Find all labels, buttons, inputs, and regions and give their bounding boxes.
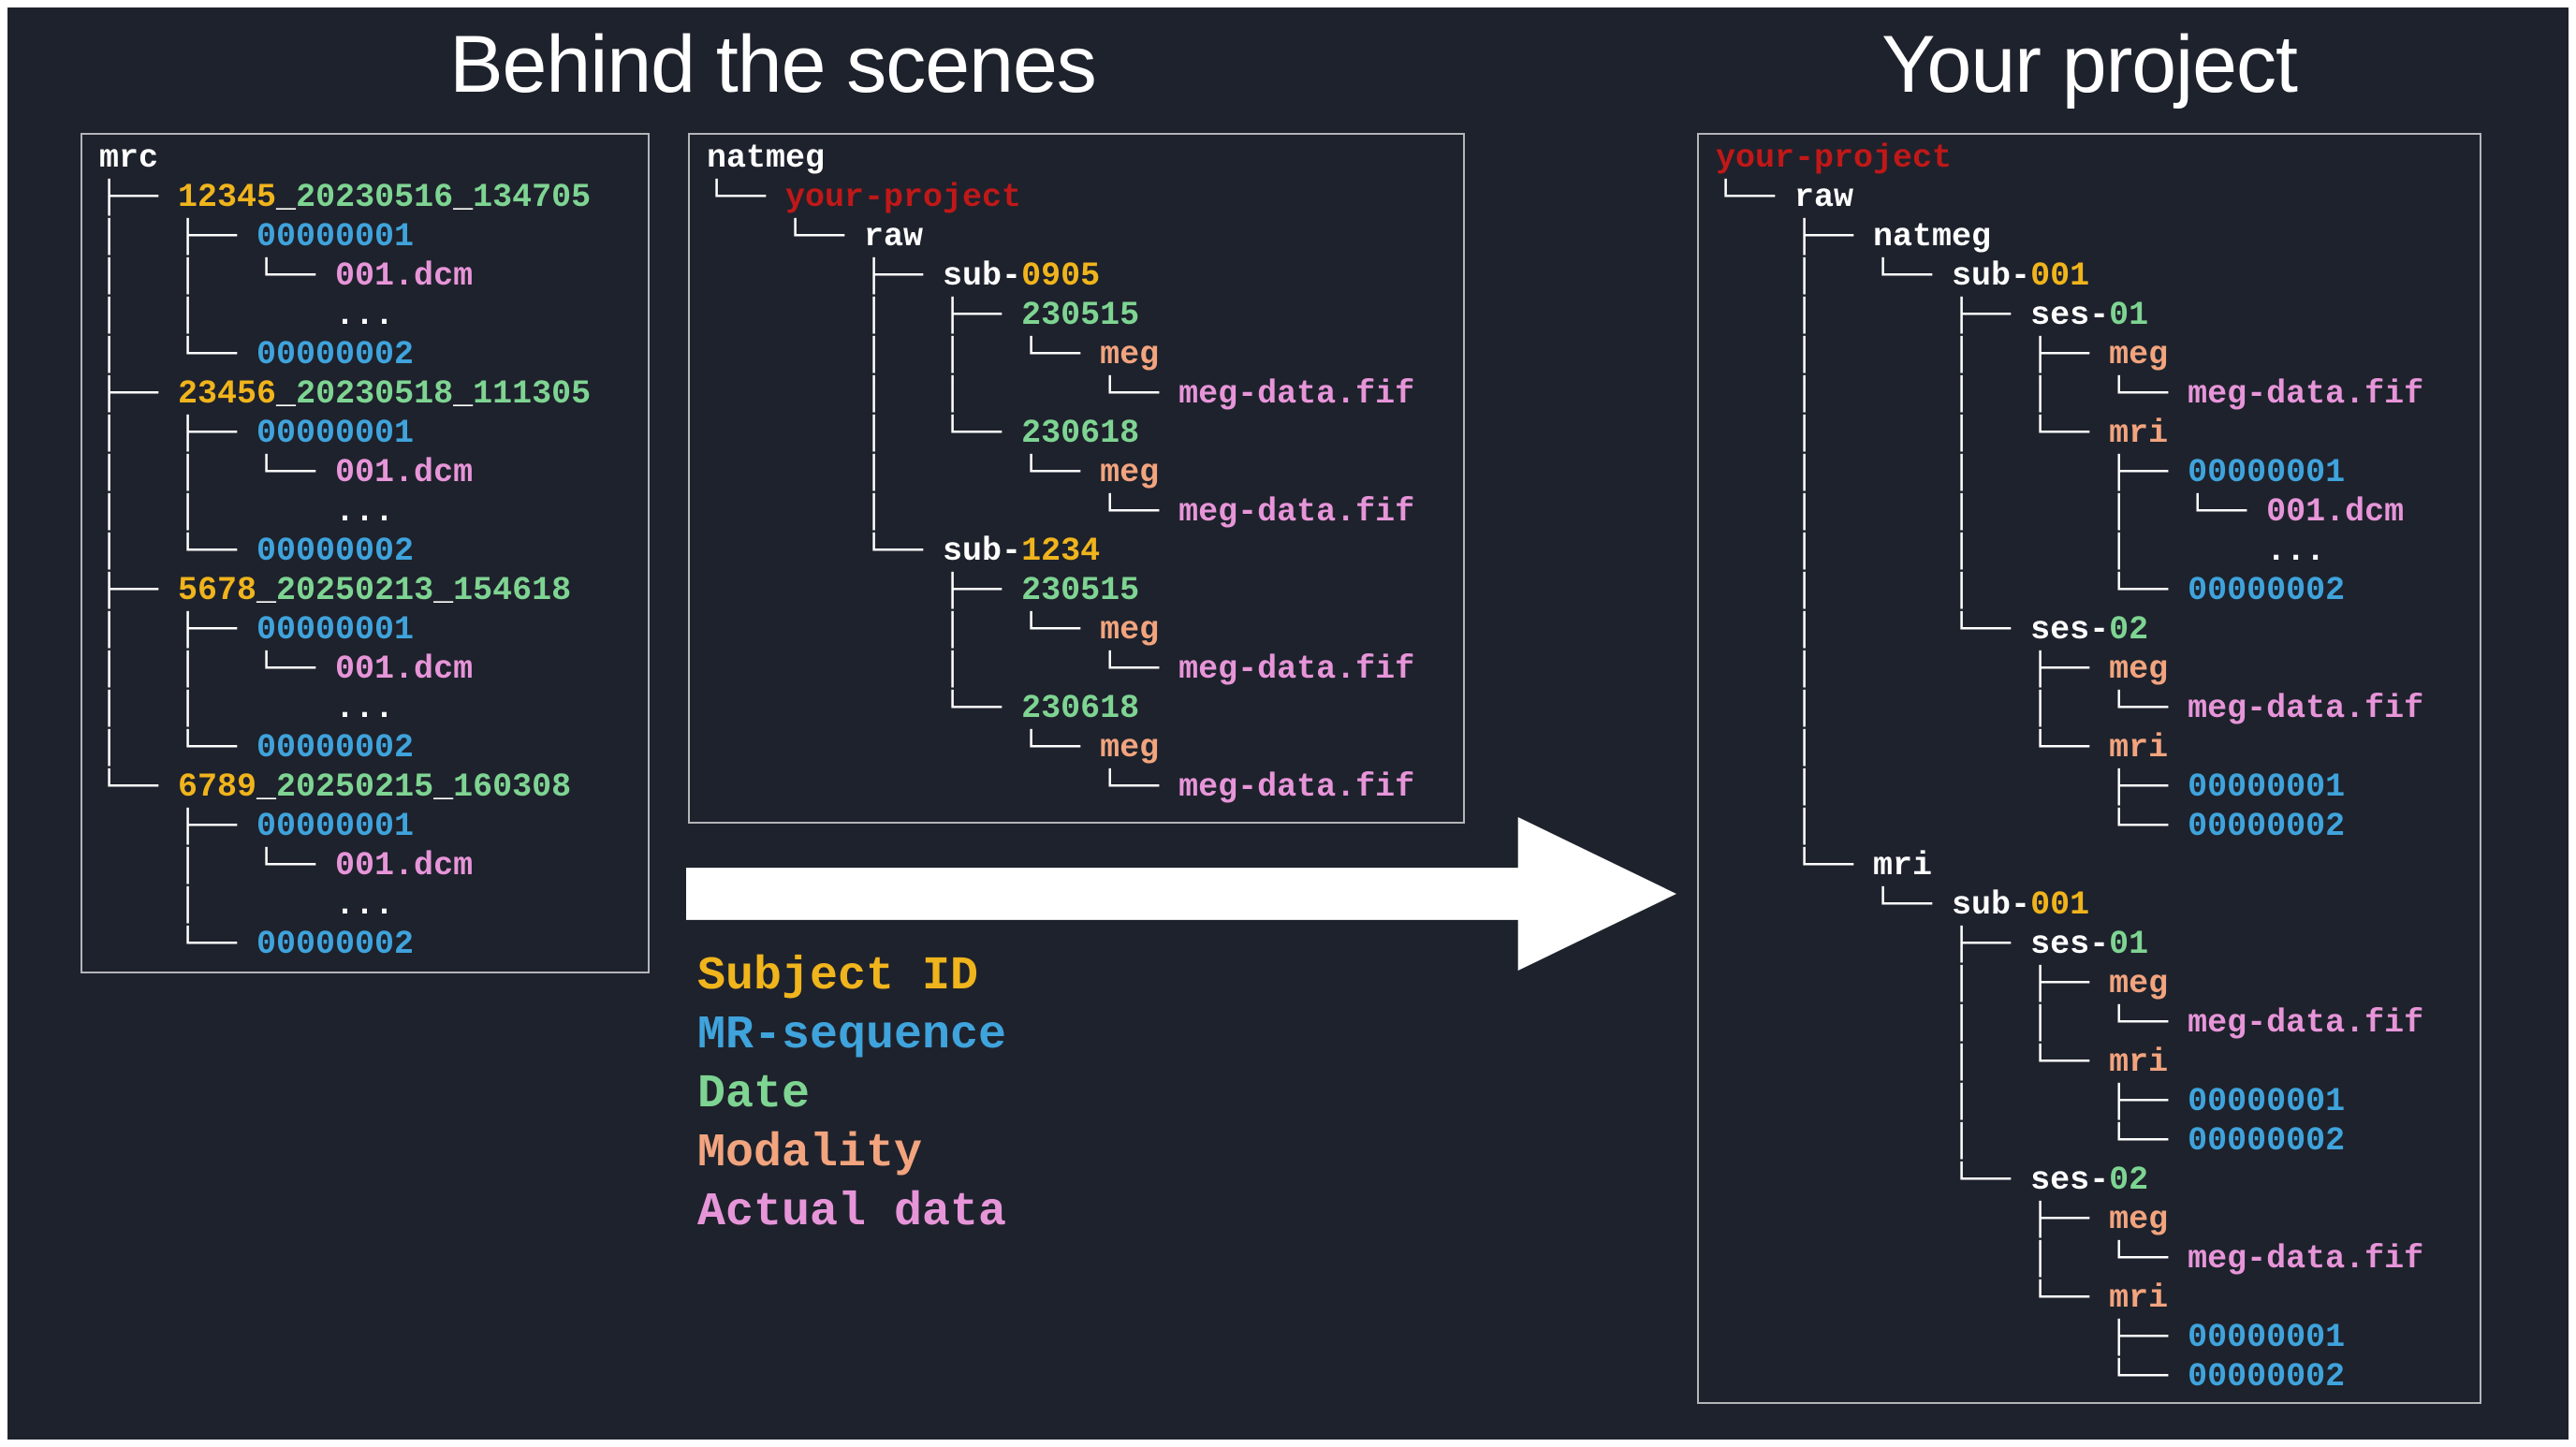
legend-item-date: Date — [697, 1068, 811, 1121]
tree-line: │ ├── 00000001 — [1716, 768, 2346, 806]
tree-line: │ ├── 00000001 — [99, 218, 415, 256]
tree-line: │ ├── 00000001 — [99, 611, 415, 649]
tree-line: ├── 12345_20230516_134705 — [99, 179, 592, 216]
tree-line: ├── 00000001 — [1716, 1319, 2346, 1356]
tree-line: │ │ ... — [99, 493, 395, 531]
tree-line: └── ses-02 — [1716, 1162, 2149, 1199]
legend-item-modality: Modality — [697, 1127, 923, 1180]
title-behind-the-scenes: Behind the scenes — [449, 20, 1097, 110]
tree-line: └── your-project — [707, 179, 1022, 216]
tree-line: ├── sub-0905 — [707, 257, 1101, 295]
tree-line: └── sub-1234 — [707, 533, 1101, 570]
tree-line: │ ├── ses-01 — [1716, 297, 2149, 334]
tree-line: └── 00000002 — [99, 926, 415, 963]
tree-line: ├── 23456_20230518_111305 — [99, 375, 592, 413]
legend-item-actual-data: Actual data — [697, 1186, 1007, 1239]
tree-line: │ └── meg — [707, 611, 1160, 649]
tree-line: │ │ └── meg-data.fif — [1716, 1004, 2424, 1042]
tree-line: │ │ │ └── 001.dcm — [1716, 493, 2405, 531]
tree-line: ├── meg — [1716, 1201, 2169, 1238]
tree-line: │ ├── meg — [1716, 965, 2169, 1002]
tree-line: └── mri — [1716, 847, 1933, 884]
tree-line: │ └── 00000002 — [99, 729, 415, 767]
tree-line: │ ├── 230515 — [707, 297, 1140, 334]
tree-line: │ │ ├── meg — [1716, 336, 2169, 373]
tree-line: └── 230618 — [707, 690, 1140, 727]
tree-line: │ │ └── meg-data.fif — [707, 375, 1415, 413]
tree-line: │ └── meg — [707, 454, 1160, 491]
tree-line: │ ├── 00000001 — [99, 415, 415, 452]
tree-line: └── mri — [1716, 1279, 2169, 1317]
panel-mrc-source-tree: mrc├── 12345_20230516_134705│ ├── 000000… — [80, 133, 650, 973]
tree-line: │ │ ├── 00000001 — [1716, 454, 2346, 491]
tree-line: │ │ └── meg-data.fif — [1716, 690, 2424, 727]
tree-line: │ │ └── mri — [1716, 415, 2169, 452]
tree-line: │ └── mri — [1716, 729, 2169, 767]
tree-line: │ └── sub-001 — [1716, 257, 2090, 295]
tree-line: │ │ └── 001.dcm — [99, 454, 474, 491]
tree-line: ├── 00000001 — [99, 808, 415, 845]
tree-line: │ │ └── 00000002 — [1716, 572, 2346, 609]
tree-line: └── raw — [707, 218, 924, 256]
tree-line: │ │ │ ... — [1716, 533, 2326, 570]
legend-item-subject-id: Subject ID — [697, 950, 979, 1003]
tree-line: │ └── meg-data.fif — [707, 650, 1415, 688]
tree-line: └── 6789_20250215_160308 — [99, 768, 572, 806]
tree-line: └── meg-data.fif — [707, 768, 1415, 806]
natmeg-file-tree: natmeg└── your-project └── raw ├── sub-0… — [690, 135, 1463, 807]
tree-line: │ ... — [99, 886, 395, 924]
tree-line: ├── 230515 — [707, 572, 1140, 609]
tree-line: mrc — [99, 139, 159, 177]
tree-line: └── 00000002 — [1716, 1358, 2346, 1396]
tree-line: natmeg — [707, 139, 826, 177]
tree-line: │ │ ... — [99, 690, 395, 727]
tree-line: └── sub-001 — [1716, 886, 2090, 924]
mrc-file-tree: mrc├── 12345_20230516_134705│ ├── 000000… — [82, 135, 648, 964]
tree-line: │ └── 001.dcm — [99, 847, 474, 884]
tree-line: │ └── 00000002 — [1716, 1122, 2346, 1160]
tree-line: │ └── 00000002 — [99, 336, 415, 373]
tree-line: ├── 5678_20250213_154618 — [99, 572, 572, 609]
tree-line: │ ├── 00000001 — [1716, 1083, 2346, 1120]
panel-your-project-tree: your-project└── raw ├── natmeg │ └── sub… — [1697, 133, 2481, 1404]
tree-line: your-project — [1716, 139, 1953, 177]
tree-line: │ │ └── 001.dcm — [99, 257, 474, 295]
tree-line: │ │ │ └── meg-data.fif — [1716, 375, 2424, 413]
your-project-file-tree: your-project└── raw ├── natmeg │ └── sub… — [1699, 135, 2480, 1396]
tree-line: │ │ └── meg — [707, 336, 1160, 373]
tree-line: │ ├── meg — [1716, 650, 2169, 688]
tree-line: │ │ └── 001.dcm — [99, 650, 474, 688]
tree-line: ├── natmeg — [1716, 218, 1992, 256]
tree-line: │ └── 00000002 — [1716, 808, 2346, 845]
legend-item-mr-sequence: MR-sequence — [697, 1009, 1007, 1062]
tree-line: │ └── mri — [1716, 1044, 2169, 1081]
tree-line: │ └── meg-data.fif — [1716, 1240, 2424, 1278]
panel-natmeg-source-tree: natmeg└── your-project └── raw ├── sub-0… — [688, 133, 1465, 824]
title-your-project: Your project — [1881, 20, 2298, 110]
tree-line: │ └── ses-02 — [1716, 611, 2149, 649]
tree-line: ├── ses-01 — [1716, 926, 2149, 963]
tree-line: │ └── meg-data.fif — [707, 493, 1415, 531]
tree-line: └── raw — [1716, 179, 1854, 216]
tree-line: └── meg — [707, 729, 1160, 767]
tree-line: │ └── 00000002 — [99, 533, 415, 570]
tree-line: │ │ ... — [99, 297, 395, 334]
tree-line: │ └── 230618 — [707, 415, 1140, 452]
